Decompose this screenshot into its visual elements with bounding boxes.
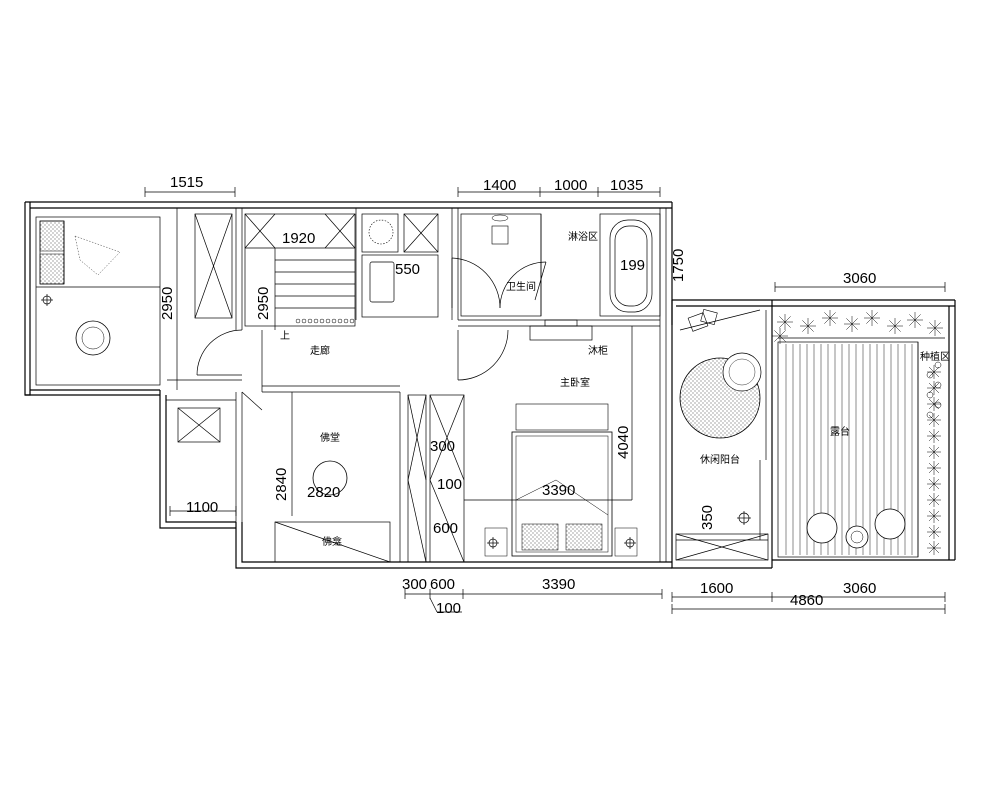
shrub-icon [927, 397, 941, 411]
dim-bottom-1600: 1600 [700, 580, 733, 597]
decor-dot [301, 318, 307, 324]
dim-tub: 199 [620, 257, 645, 274]
decor-dot [349, 318, 355, 324]
dim-stair-height: 2950 [255, 287, 272, 320]
dim-bath-side: 1750 [670, 249, 687, 282]
shrub-icon [844, 316, 860, 332]
shrub-icon [772, 328, 788, 344]
dim-stair-width: 1920 [282, 230, 315, 247]
shrub-icon [822, 310, 838, 326]
dim-left-height: 2950 [159, 287, 176, 320]
shrub-icon [927, 493, 941, 507]
shrub-icon [927, 381, 941, 395]
label-shower: 淋浴区 [568, 230, 598, 243]
pebble [926, 411, 934, 419]
pebble [934, 401, 942, 409]
dim-balcony-gap: 350 [699, 505, 716, 530]
shrub-icon [864, 310, 880, 326]
label-corridor: 走廊 [310, 344, 330, 357]
outer-walls [24, 201, 956, 569]
dim-bottom-left: 1100 [186, 499, 218, 516]
planting-shrubs [772, 310, 943, 555]
decor-dot [313, 318, 319, 324]
dim-buddha-width: 2820 [307, 484, 340, 501]
decor-dot [325, 318, 331, 324]
decor-dot [295, 318, 301, 324]
label-buddha-hall: 佛堂 [320, 431, 340, 444]
dim-bottom-4860: 4860 [790, 592, 823, 609]
dim-terrace-top: 3060 [843, 270, 876, 287]
dim-bed-width: 3390 [542, 482, 575, 499]
dim-bottom-600: 600 [430, 576, 455, 593]
decor-dot [337, 318, 343, 324]
dim-closet-b: 100 [437, 476, 462, 493]
dim-master-depth: 4040 [615, 426, 632, 459]
shrub-icon [927, 477, 941, 491]
decor-dot [343, 318, 349, 324]
room-labels: 走廊 卫生间 淋浴区 主卧室 佛堂 佛龛 休闲阳台 露台 种植区 沐柜 上 [280, 230, 950, 548]
door-arcs [196, 257, 547, 411]
shrub-icon [927, 525, 941, 539]
shrub-icon [887, 318, 903, 334]
pebble [934, 381, 942, 389]
dim-closet-a: 300 [430, 438, 455, 455]
dimension-labels: 1515 1400 1000 1035 3060 1920 550 199 28… [159, 174, 876, 617]
shrub-icon [927, 445, 941, 459]
shrub-icon [777, 314, 793, 330]
shrub-icon [800, 318, 816, 334]
dim-closet-c: 600 [433, 520, 458, 537]
shrub-icon [927, 429, 941, 443]
shrub-icon [927, 413, 941, 427]
dim-vanity: 550 [395, 261, 420, 278]
decor-dot [331, 318, 337, 324]
dim-top-1000: 1000 [554, 177, 587, 194]
shrub-icon [927, 541, 941, 555]
decor-dot [319, 318, 325, 324]
shrub-icon [907, 312, 923, 328]
label-master-bedroom: 主卧室 [560, 376, 590, 389]
furniture [39, 214, 906, 557]
pebble [926, 391, 934, 399]
dim-top-left: 1515 [170, 174, 203, 191]
dimension-lines [144, 187, 946, 614]
label-bathroom: 卫生间 [506, 280, 536, 293]
shrub-icon [927, 509, 941, 523]
decor-dot [307, 318, 313, 324]
dim-bottom-3060: 3060 [843, 580, 876, 597]
label-planting: 种植区 [920, 350, 950, 363]
pebble [926, 371, 934, 379]
interior-walls [35, 208, 945, 563]
label-up: 上 [280, 330, 290, 342]
label-buddha-table: 佛龛 [322, 535, 342, 548]
dim-buddha-height: 2840 [273, 468, 290, 501]
label-vanity-small: 沐柜 [588, 344, 608, 357]
dim-top-1400: 1400 [483, 177, 516, 194]
label-leisure-balcony: 休闲阳台 [700, 453, 740, 466]
label-terrace: 露台 [830, 425, 850, 438]
dim-bottom-100: 100 [436, 600, 461, 617]
dim-bottom-3390: 3390 [542, 576, 575, 593]
dim-top-1035: 1035 [610, 177, 643, 194]
pebble [934, 361, 942, 369]
shrub-icon [927, 320, 943, 336]
shrub-icon [927, 461, 941, 475]
dim-bottom-300: 300 [402, 576, 427, 593]
